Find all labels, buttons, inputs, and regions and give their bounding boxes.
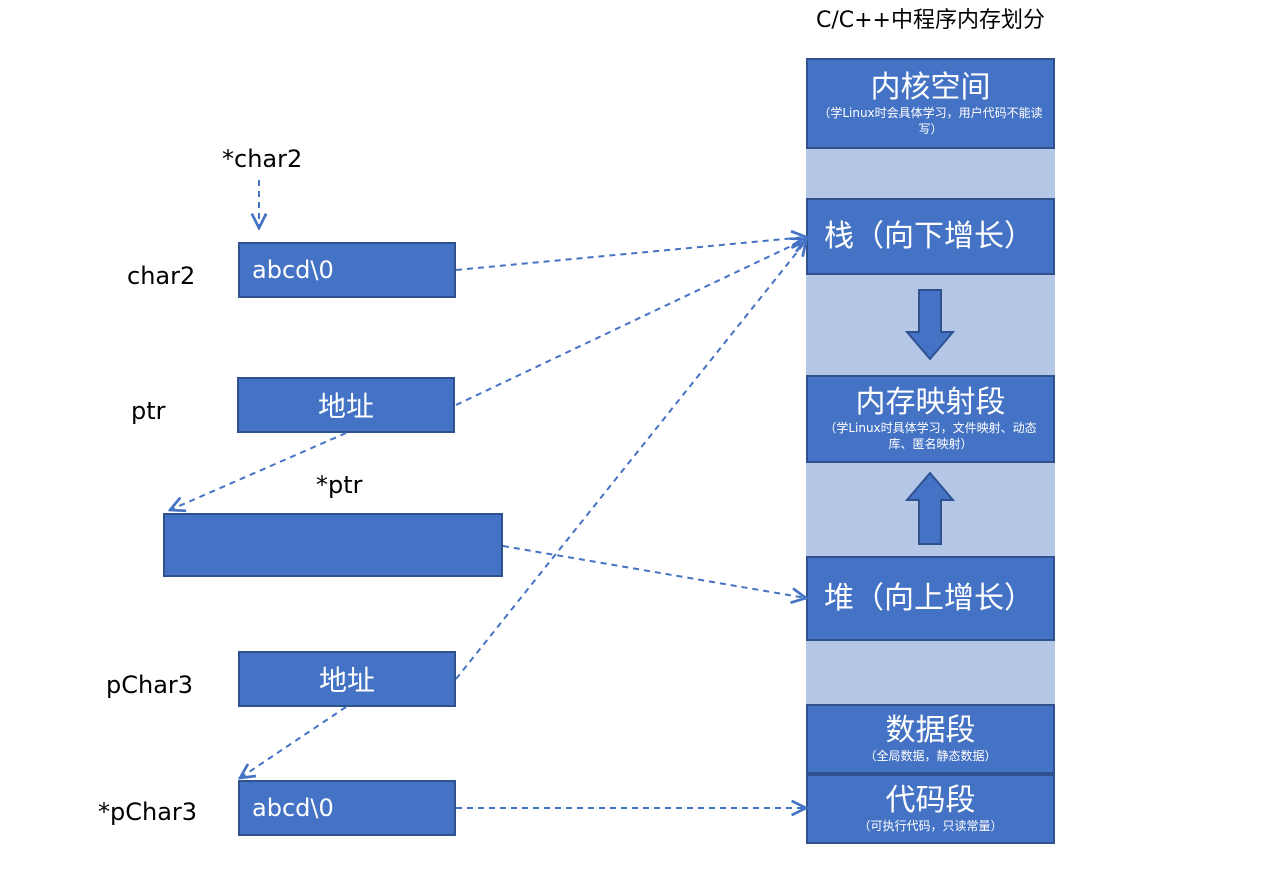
kernel-space-note: （学Linux时会具体学习，用户代码不能读写） [818, 105, 1043, 136]
pchar3-label: pChar3 [106, 671, 194, 699]
char2-box: abcd\0 [238, 242, 456, 298]
pchar3-deref-value: abcd\0 [252, 794, 334, 822]
ptr-value: 地址 [317, 390, 374, 423]
pchar3-box: 地址 [238, 651, 456, 707]
mmap-label: 内存映射段 [855, 385, 1006, 420]
code-segment: 代码段 （可执行代码，只读常量） [806, 774, 1055, 844]
arrow-pchar3-to-pchar3-deref [240, 706, 347, 778]
ptr-deref-box [163, 513, 503, 577]
heap-label: 堆（向上增长） [824, 580, 1034, 616]
ptr-label: ptr [131, 397, 166, 425]
pchar3-deref-label: *pChar3 [98, 798, 198, 826]
memory-layout-title: C/C++中程序内存划分 [815, 8, 1045, 33]
arrow-ptr-deref-to-heap [502, 545, 806, 598]
arrow-char2-to-stack [455, 237, 806, 271]
stack-grows-down-arrow [904, 289, 956, 361]
ptr-box: 地址 [237, 377, 455, 433]
data-segment-note: （全局数据，静态数据） [864, 749, 997, 763]
char2-value: abcd\0 [252, 256, 334, 284]
arrow-ptr-to-ptr-deref [170, 432, 347, 510]
char2-label: char2 [127, 262, 196, 290]
arrow-pchar3-to-stack [455, 241, 806, 680]
kernel-space-label: 内核空间 [870, 69, 991, 105]
ptr-deref-label: *ptr [316, 471, 363, 499]
gap-segment [806, 641, 1055, 704]
data-segment: 数据段 （全局数据，静态数据） [806, 704, 1055, 774]
arrow-ptr-to-stack [455, 239, 806, 406]
data-segment-label: 数据段 [885, 713, 976, 748]
mmap-segment: 内存映射段 （学Linux时具体学习，文件映射、动态库、匿名映射） [806, 375, 1055, 463]
stack-label: 栈（向下增长） [824, 218, 1034, 254]
stack-segment: 栈（向下增长） [806, 198, 1055, 275]
pchar3-value: 地址 [318, 664, 375, 697]
gap-segment [806, 149, 1055, 198]
code-segment-note: （可执行代码，只读常量） [858, 819, 1003, 833]
kernel-space-segment: 内核空间 （学Linux时会具体学习，用户代码不能读写） [806, 58, 1055, 149]
pchar3-deref-box: abcd\0 [238, 780, 456, 836]
char2-deref-label: *char2 [222, 145, 303, 173]
mmap-note: （学Linux时具体学习，文件映射、动态库、匿名映射） [824, 421, 1037, 451]
code-segment-label: 代码段 [885, 783, 976, 818]
heap-grows-up-arrow [904, 471, 956, 545]
